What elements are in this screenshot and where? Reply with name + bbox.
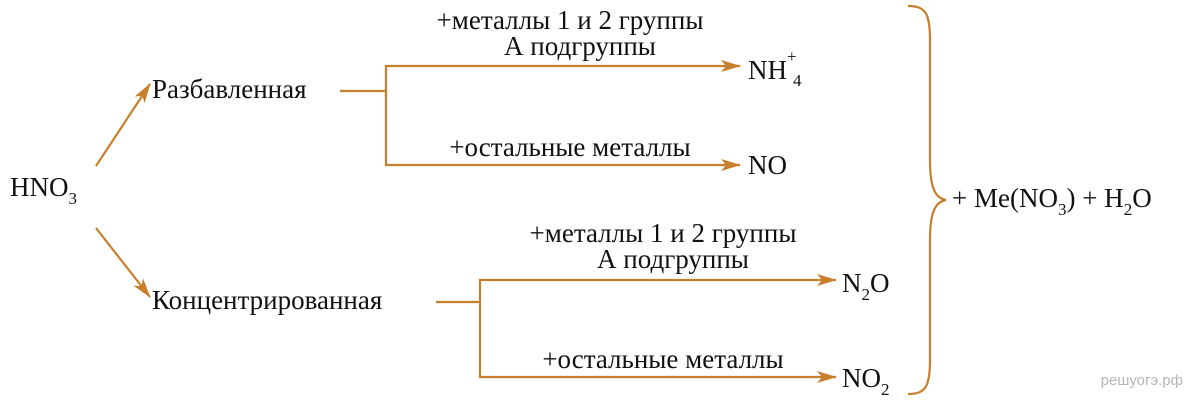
dilute-upper-condition-line2: А подгруппы (504, 31, 656, 61)
common-products-part3: O (1132, 183, 1152, 213)
arrow-to-dilute (95, 83, 151, 167)
dilute-lower-arrow (384, 91, 741, 171)
concentrated-lower-product: NO2 (842, 363, 890, 399)
common-products: + Me(NO3) + H2O (952, 183, 1152, 219)
concentrated-upper-condition-line2: А подгруппы (597, 244, 749, 274)
dilute-upper-product-main: NH (748, 55, 787, 85)
concentrated-lower-condition: +остальные металлы (542, 344, 783, 374)
concentrated-upper-product-sub: 2 (862, 285, 871, 304)
dilute-upper-condition-line1: +металлы 1 и 2 группы (437, 5, 704, 35)
common-products-part1: + Me(NO (952, 183, 1058, 213)
common-products-sub1: 3 (1058, 200, 1067, 219)
dilute-upper-product: NH+4 (748, 47, 802, 90)
dilute-upper-product-sub: 4 (793, 71, 802, 90)
dilute-label: Разбавленная (152, 74, 307, 104)
concentrated-upper-product: N2O (842, 268, 890, 304)
dilute-lower-condition: +остальные металлы (449, 132, 690, 162)
common-products-part2: ) + H (1066, 183, 1123, 213)
dilute-upper-product-sup: + (787, 47, 797, 66)
concentrated-upper-arrow (436, 274, 837, 304)
concentrated-label: Концентрированная (152, 285, 382, 315)
concentrated-lower-product-sub: 2 (881, 380, 890, 399)
right-curly-brace (907, 4, 947, 396)
concentrated-lower-arrow (478, 302, 837, 383)
dilute-lower-product: NO (748, 150, 787, 180)
watermark: решуогэ.рф (1101, 372, 1183, 389)
reactant-main: HNO (10, 172, 69, 202)
concentrated-upper-product-pre: N (842, 268, 862, 298)
arrow-to-concentrated (95, 227, 151, 298)
dilute-upper-arrow (340, 60, 741, 93)
reactant-subscript: 3 (69, 189, 78, 208)
reactant-formula: HNO3 (10, 172, 77, 208)
concentrated-upper-condition-line1: +металлы 1 и 2 группы (530, 218, 797, 248)
common-products-sub2: 2 (1124, 200, 1133, 219)
concentrated-lower-product-main: NO (842, 363, 881, 393)
concentrated-upper-product-post: O (870, 268, 890, 298)
